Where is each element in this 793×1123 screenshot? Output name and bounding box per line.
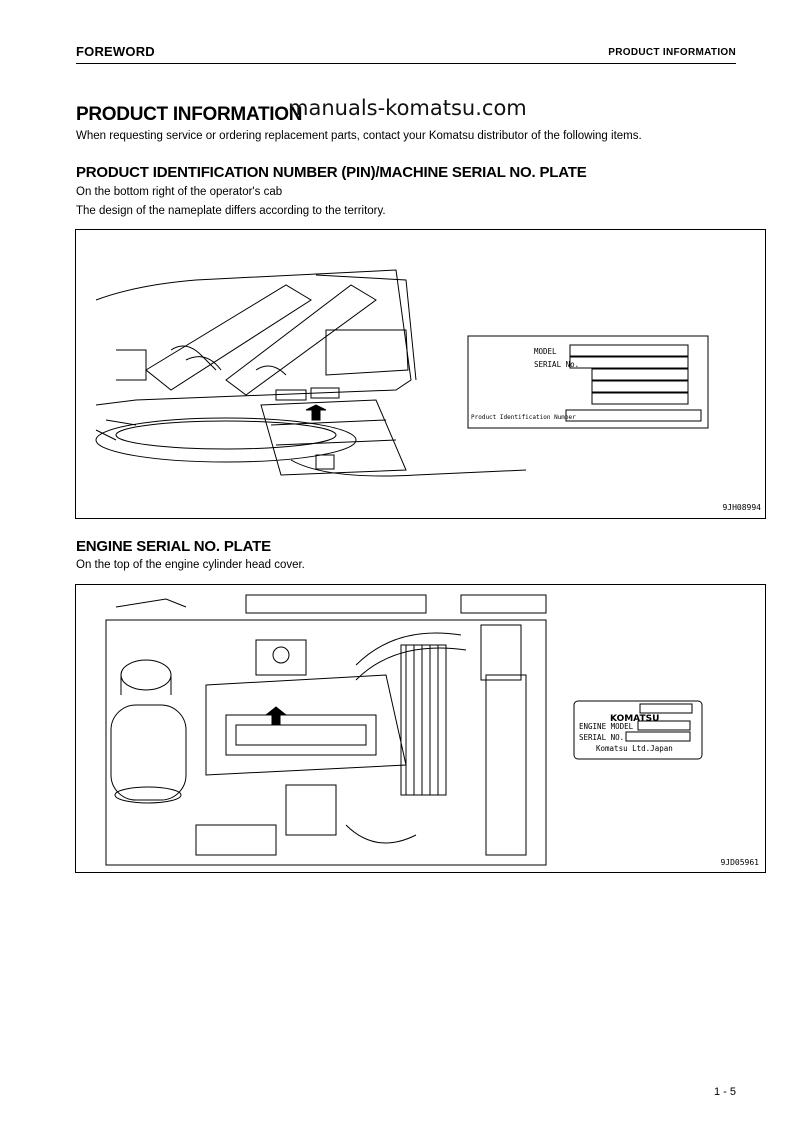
engine-plate-model-label: ENGINE MODEL (579, 722, 634, 731)
engine-plate-serial-label: SERIAL NO. (579, 733, 624, 742)
intro-text: When requesting service or ordering repl… (76, 130, 642, 142)
engine-figure: KOMATSU ENGINE MODEL SERIAL NO. Komatsu … (75, 584, 766, 873)
plate-pin-label: Product Identification Number (471, 414, 576, 421)
engine-plate-maker: Komatsu Ltd.Japan (596, 744, 673, 753)
engine-illustration: KOMATSU ENGINE MODEL SERIAL NO. Komatsu … (105, 594, 703, 866)
plate-model-label: MODEL (534, 347, 557, 356)
pin-figure-code: 9JH08994 (722, 503, 761, 512)
page-number: 1 - 5 (713, 1086, 736, 1098)
header-section: FOREWORD (76, 44, 155, 59)
header-rule (76, 63, 736, 64)
engine-location-text: On the top of the engine cylinder head c… (76, 559, 305, 571)
cab-illustration: MODEL SERIAL No. Product Identification … (95, 269, 709, 477)
header-topic: PRODUCT INFORMATION (608, 47, 736, 58)
pin-figure: MODEL SERIAL No. Product Identification … (75, 229, 766, 519)
pin-heading: PRODUCT IDENTIFICATION NUMBER (PIN)/MACH… (76, 164, 587, 181)
engine-heading: ENGINE SERIAL NO. PLATE (76, 538, 271, 555)
pin-location-text: On the bottom right of the operator's ca… (76, 186, 283, 198)
engine-figure-code: 9JD05961 (720, 858, 759, 867)
page-title: PRODUCT INFORMATION (76, 104, 303, 125)
engine-plate-brand: KOMATSU (610, 714, 659, 724)
plate-serial-label: SERIAL No. (534, 360, 579, 369)
pin-design-text: The design of the nameplate differs acco… (76, 205, 386, 217)
watermark: manuals-komatsu.com (288, 96, 527, 120)
